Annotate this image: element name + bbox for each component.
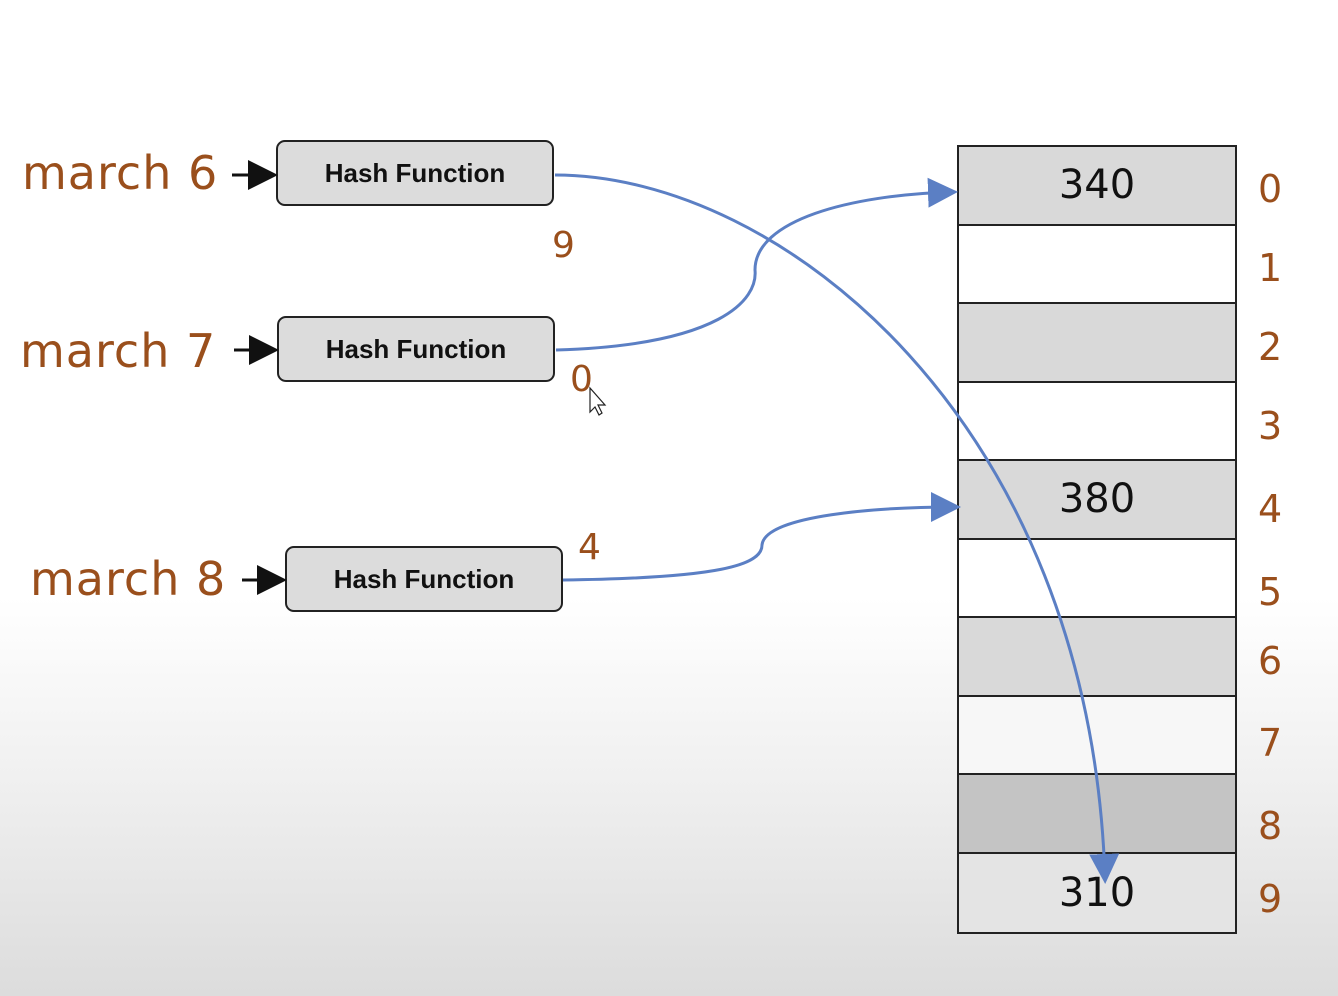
key-march-6: march 6 [22,146,219,200]
index-5: 5 [1258,570,1283,614]
hash-function-box-2: Hash Function [277,316,555,382]
slot-1 [959,225,1235,304]
slot-5 [959,539,1235,618]
index-0: 0 [1258,167,1283,211]
slot-6 [959,618,1235,697]
cursor-icon [589,386,607,416]
hash-output-4: 4 [578,527,601,568]
mapping-arrow-march-8-to-slot-4 [562,492,961,582]
slot-0: 340 [959,147,1235,226]
hash-output-0: 0 [570,359,593,400]
index-1: 1 [1258,246,1283,290]
index-2: 2 [1258,325,1283,369]
key-march-7: march 7 [20,324,217,378]
index-6: 6 [1258,639,1283,683]
hash-function-box-3: Hash Function [285,546,563,612]
slot-2 [959,304,1235,383]
index-3: 3 [1258,404,1283,448]
index-9: 9 [1258,877,1283,921]
mapping-arrow-march-6-to-slot-9 [554,173,1120,884]
key-march-8: march 8 [30,552,227,606]
index-7: 7 [1258,721,1283,765]
hash-function-box-1: Hash Function [276,140,554,206]
mapping-arrow-march-7-to-slot-0 [555,177,958,352]
index-8: 8 [1258,804,1283,848]
slot-4: 380 [959,461,1235,540]
hash-output-9: 9 [552,225,575,266]
slot-3 [959,382,1235,461]
index-4: 4 [1258,487,1283,531]
